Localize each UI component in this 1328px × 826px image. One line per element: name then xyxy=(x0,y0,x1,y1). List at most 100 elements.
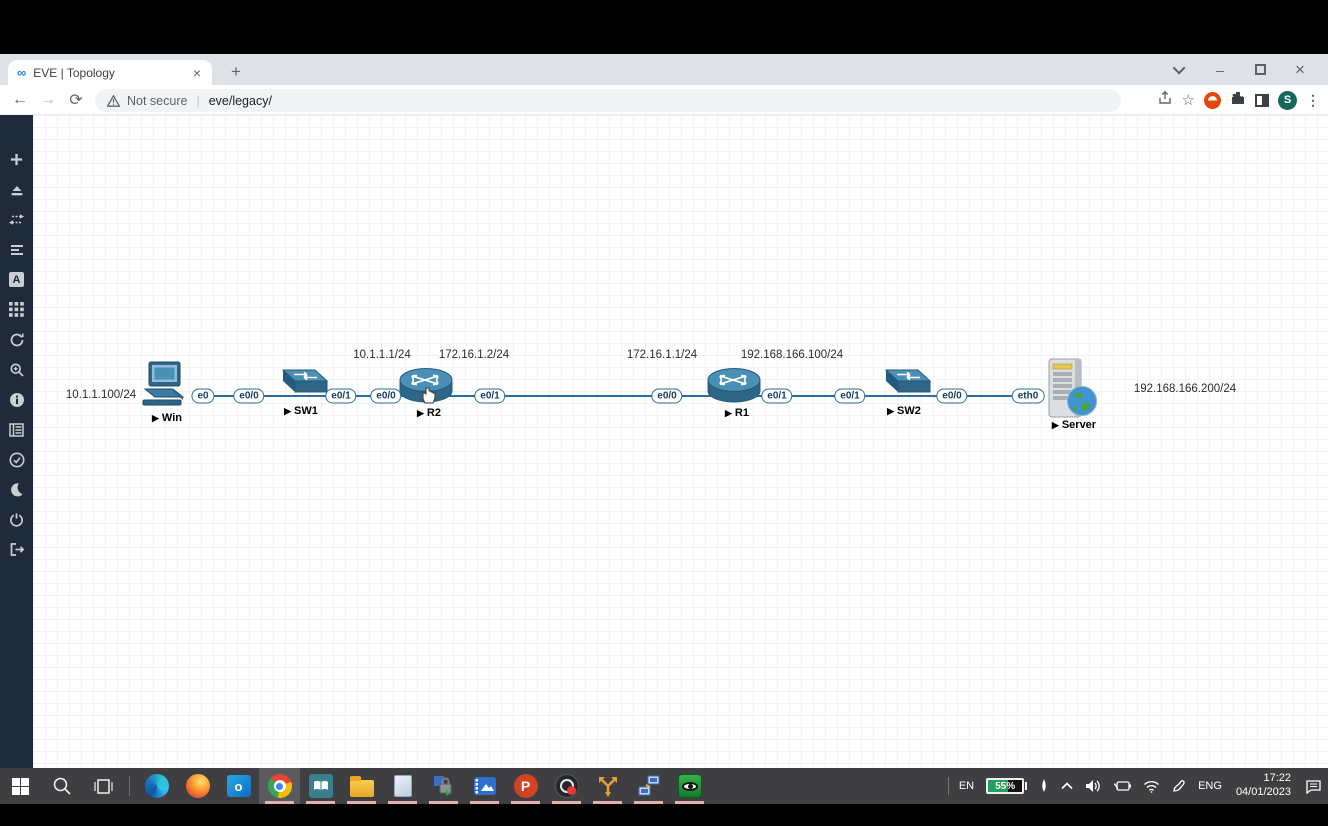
obs-recorder-icon[interactable] xyxy=(546,768,587,804)
nodes-icon[interactable] xyxy=(8,181,25,198)
shapes-grid-icon[interactable] xyxy=(8,301,25,318)
bookmark-star-icon[interactable]: ☆ xyxy=(1181,92,1195,109)
power-icon[interactable] xyxy=(8,511,25,528)
new-tab-button[interactable]: + xyxy=(231,62,241,81)
connections-icon[interactable] xyxy=(8,211,25,228)
ink-pen-icon[interactable] xyxy=(1166,768,1192,804)
outlook-icon[interactable]: o xyxy=(218,768,259,804)
node-sw1-switch-icon[interactable] xyxy=(269,367,329,406)
clock-time: 17:22 xyxy=(1263,772,1291,785)
address-bar[interactable]: Not secure | eve/legacy/ xyxy=(95,89,1121,112)
extension-icon-orange[interactable] xyxy=(1204,91,1221,109)
battery-percent: 55% xyxy=(995,780,1016,792)
node-r2-label[interactable]: ▶R2 xyxy=(417,407,441,419)
logout-icon[interactable] xyxy=(8,541,25,558)
node-win-pc-icon[interactable] xyxy=(139,361,191,412)
node-server-icon[interactable] xyxy=(1043,357,1099,426)
remote-arrows-icon[interactable] xyxy=(587,768,628,804)
extensions-puzzle-icon[interactable] xyxy=(1230,90,1246,111)
notepad-icon[interactable] xyxy=(382,768,423,804)
start-button[interactable] xyxy=(0,768,41,804)
back-button[interactable]: ← xyxy=(12,91,28,108)
toolbar-right-icons: ☆ S ⋮ xyxy=(1157,88,1320,112)
text-icon[interactable]: A xyxy=(8,271,25,288)
interface-label-sw2-e00: e0/0 xyxy=(936,388,968,404)
topology-canvas[interactable]: 10.1.1.100/24 10.1.1.1/24 172.16.1.2/24 … xyxy=(33,115,1328,768)
power-plug-icon[interactable] xyxy=(1107,768,1137,804)
battery-indicator[interactable]: 55% xyxy=(980,768,1033,804)
add-object-icon[interactable] xyxy=(8,151,25,168)
zoom-icon[interactable] xyxy=(8,361,25,378)
help-book-icon[interactable] xyxy=(300,768,341,804)
green-eye-viewer-icon[interactable] xyxy=(669,768,710,804)
node-server-label[interactable]: ▶Server xyxy=(1051,419,1097,431)
info-icon[interactable] xyxy=(8,391,25,408)
node-sw1-label[interactable]: ▶SW1 xyxy=(284,405,318,417)
taskbar-clock[interactable]: 17:22 04/01/2023 xyxy=(1228,772,1299,800)
browser-tab-strip: ∞ EVE | Topology × + – × xyxy=(0,54,1328,85)
close-button[interactable]: × xyxy=(1295,59,1305,79)
network-computers-icon[interactable] xyxy=(628,768,669,804)
node-sw2-label[interactable]: ▶SW2 xyxy=(887,405,921,417)
browser-toolbar: ← → ⟳ Not secure | eve/legacy/ ☆ S ⋮ xyxy=(0,85,1328,115)
media-player-icon[interactable] xyxy=(464,768,505,804)
node-started-icon: ▶ xyxy=(152,413,159,423)
interface-label-sw1-e00: e0/0 xyxy=(233,388,265,404)
powerpoint-icon[interactable]: P xyxy=(505,768,546,804)
startup-configs-icon[interactable] xyxy=(8,241,25,258)
profile-avatar[interactable]: S xyxy=(1278,90,1297,110)
interface-label-e0: e0 xyxy=(191,388,215,404)
pen-icon[interactable] xyxy=(1033,768,1055,804)
side-panel-icon[interactable] xyxy=(1255,93,1269,107)
interface-label-r1-e01: e0/1 xyxy=(761,388,793,404)
reload-button[interactable]: ⟳ xyxy=(69,92,83,109)
dark-mode-icon[interactable] xyxy=(8,481,25,498)
secure-lock-icon[interactable] xyxy=(423,768,464,804)
language-en[interactable]: EN xyxy=(958,780,975,792)
windows-taskbar: o P EN 55% xyxy=(0,768,1328,804)
url-text: eve/legacy/ xyxy=(208,93,272,108)
interface-label-sw1-e01: e0/1 xyxy=(325,388,357,404)
ip-label-r1-e01: 192.168.166.100/24 xyxy=(740,349,844,361)
ip-label-win: 10.1.1.100/24 xyxy=(65,389,137,401)
eve-favicon: ∞ xyxy=(17,65,27,80)
letterbox-top xyxy=(0,0,1328,54)
ip-label-r1-e00: 172.16.1.1/24 xyxy=(626,349,698,361)
hidden-icons-chevron[interactable] xyxy=(1055,768,1079,804)
firefox-icon[interactable] xyxy=(177,768,218,804)
configured-icon[interactable] xyxy=(8,451,25,468)
taskbar-search-icon[interactable] xyxy=(41,768,82,804)
edge-icon[interactable] xyxy=(136,768,177,804)
maximize-button[interactable] xyxy=(1240,54,1280,85)
language-eng[interactable]: ENG xyxy=(1198,780,1222,792)
security-label: Not secure xyxy=(127,93,188,108)
file-explorer-icon[interactable] xyxy=(341,768,382,804)
task-view-icon[interactable] xyxy=(82,768,123,804)
volume-icon[interactable] xyxy=(1079,768,1107,804)
ip-label-r2-e01: 172.16.1.2/24 xyxy=(438,349,510,361)
not-secure-warning-icon xyxy=(107,94,120,107)
forward-button[interactable]: → xyxy=(40,91,56,108)
interface-label-sw2-e01: e0/1 xyxy=(834,388,866,404)
chrome-icon[interactable] xyxy=(259,768,300,804)
node-r1-label[interactable]: ▶R1 xyxy=(725,407,749,419)
tab-close-icon[interactable]: × xyxy=(192,64,201,81)
wifi-icon[interactable] xyxy=(1137,768,1166,804)
browser-menu-icon[interactable]: ⋮ xyxy=(1306,91,1320,108)
tab-search-chevron-icon[interactable] xyxy=(1160,54,1200,85)
node-r2-router-icon[interactable] xyxy=(399,367,453,414)
share-icon[interactable] xyxy=(1157,90,1173,111)
refresh-icon[interactable] xyxy=(8,331,25,348)
taskbar-separator xyxy=(129,776,130,796)
address-divider: | xyxy=(196,93,200,108)
node-r1-router-icon[interactable] xyxy=(707,367,761,414)
notification-center-icon[interactable] xyxy=(1299,768,1328,804)
nodes-list-icon[interactable] xyxy=(8,421,25,438)
minimize-button[interactable]: – xyxy=(1216,61,1224,78)
node-sw2-switch-icon[interactable] xyxy=(872,367,932,406)
eve-sidebar: A xyxy=(0,115,33,768)
node-win-label[interactable]: ▶Win xyxy=(152,412,182,424)
tab-eve-topology[interactable]: ∞ EVE | Topology × xyxy=(8,60,212,85)
tray-divider xyxy=(947,777,949,795)
